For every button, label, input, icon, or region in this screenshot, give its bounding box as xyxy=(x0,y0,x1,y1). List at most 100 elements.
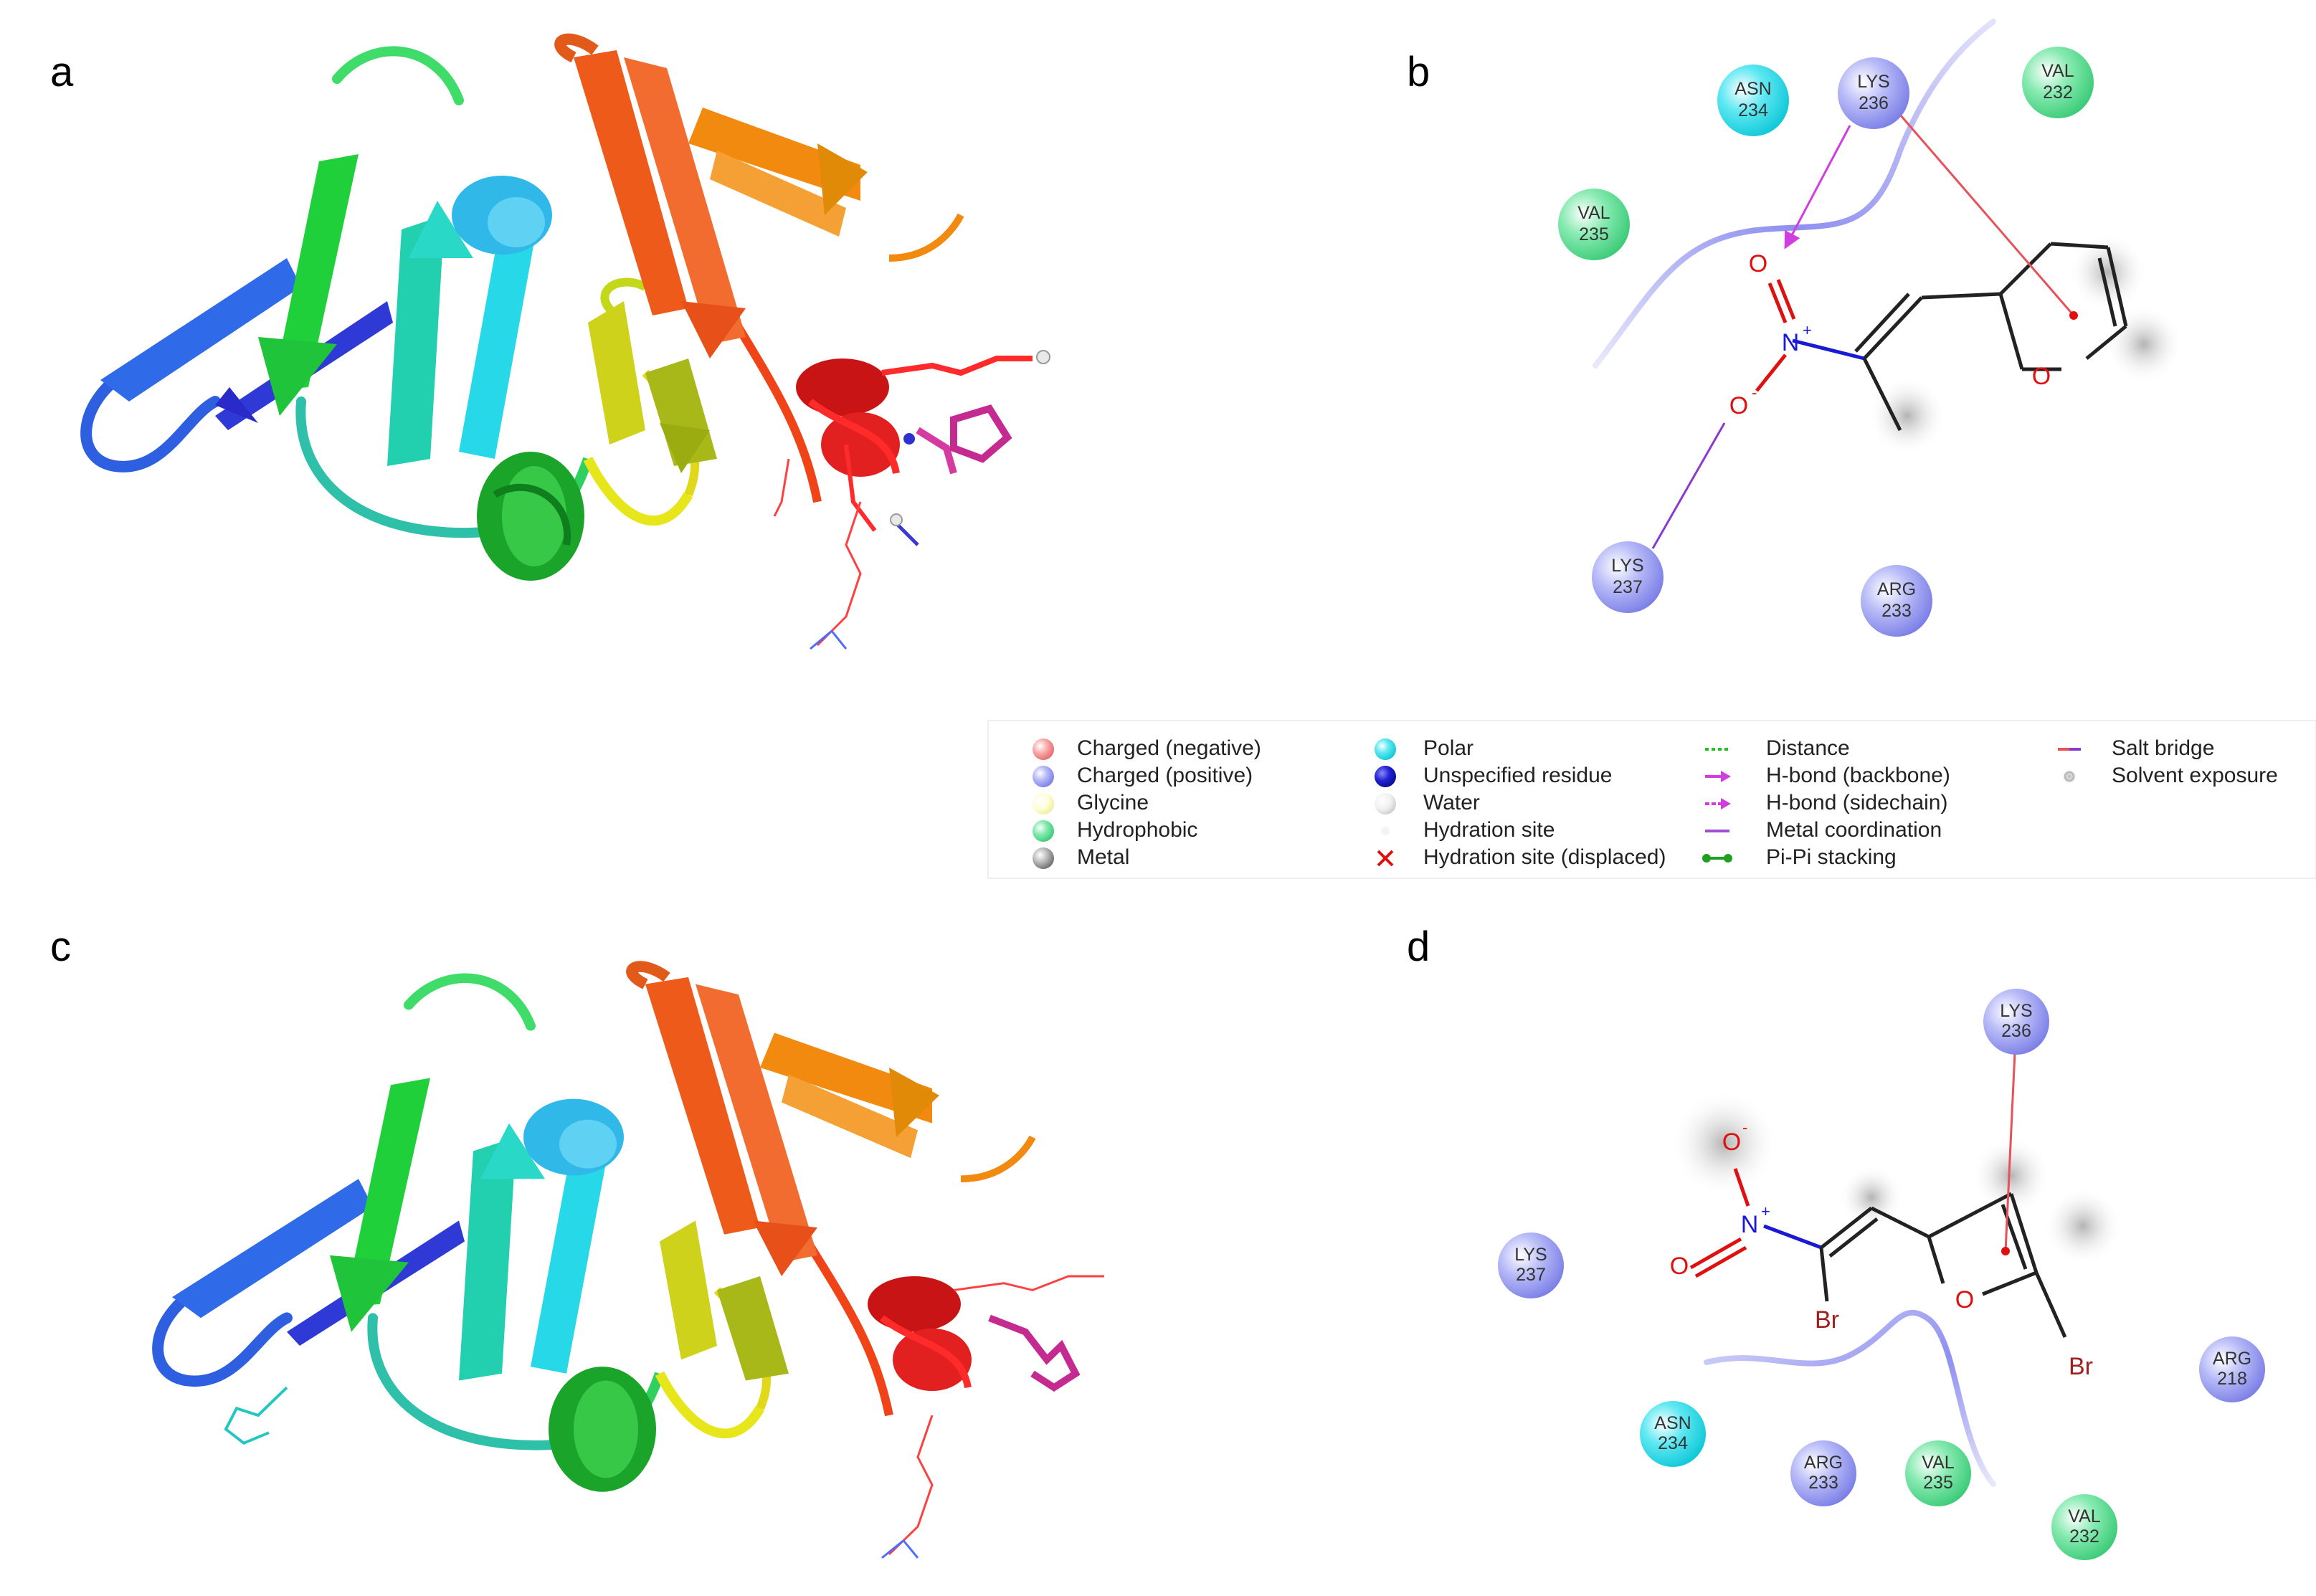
atom-o-ring: O xyxy=(1955,1286,1974,1314)
solvent-exposure-halo xyxy=(2044,1187,2122,1265)
protein-cartoon-a xyxy=(80,33,1050,650)
legend-label: Hydration site xyxy=(1423,818,1555,842)
svg-text:235: 235 xyxy=(1923,1473,1953,1493)
legend-label: Solvent exposure xyxy=(2112,764,2278,787)
svg-text:236: 236 xyxy=(1859,93,1889,113)
svg-text:237: 237 xyxy=(1516,1265,1546,1285)
legend-marker-glycine xyxy=(1033,793,1054,814)
svg-text:232: 232 xyxy=(2069,1526,2099,1547)
legend-label: Metal coordination xyxy=(1766,818,1942,842)
legend-label: Salt bridge xyxy=(2112,736,2214,760)
residue-arg233: ARG 233 xyxy=(1790,1440,1856,1506)
ligand-bonds-b xyxy=(1792,242,2128,432)
atom-o-left: O xyxy=(1670,1253,1689,1280)
svg-text:ASN: ASN xyxy=(1654,1413,1691,1433)
svg-text:235: 235 xyxy=(1579,224,1609,244)
legend-label: Charged (negative) xyxy=(1077,736,1261,760)
legend-label: H-bond (sidechain) xyxy=(1766,791,1947,814)
legend-marker-water xyxy=(1375,793,1396,814)
atom-o-minus: O xyxy=(1729,392,1748,419)
svg-text:236: 236 xyxy=(2001,1021,2031,1041)
svg-text:VAL: VAL xyxy=(2041,61,2074,81)
svg-text:232: 232 xyxy=(2043,82,2073,103)
salt-bridge xyxy=(2004,1052,2016,1252)
residue-lys237: LYS 237 xyxy=(1498,1232,1564,1298)
atom-br-2: Br xyxy=(2069,1353,2093,1380)
legend-marker-hydrophobic xyxy=(1033,820,1054,842)
svg-text:233: 233 xyxy=(1808,1473,1838,1493)
solvent-exposure-halo xyxy=(1972,1136,2051,1215)
atom-o-minus-charge: - xyxy=(1742,1118,1747,1136)
svg-text:VAL: VAL xyxy=(1922,1453,1954,1473)
residue-val232: VAL 232 xyxy=(2051,1494,2117,1560)
panel-label-c: c xyxy=(50,923,71,970)
svg-text:234: 234 xyxy=(1738,100,1768,120)
legend-marker-hydration-site xyxy=(1381,827,1390,835)
svg-text:ARG: ARG xyxy=(1804,1453,1843,1473)
residue-val235: VAL 235 xyxy=(1558,189,1630,260)
residue-asn234: ASN 234 xyxy=(1717,65,1789,136)
atom-n: N xyxy=(1741,1211,1759,1238)
legend-marker-solvent-exposure xyxy=(2061,768,2078,785)
legend-label: Pi-Pi stacking xyxy=(1766,845,1897,869)
solvent-exposure-halo xyxy=(2069,233,2147,312)
atom-n-charge: + xyxy=(1761,1202,1770,1220)
svg-text:ARG: ARG xyxy=(1877,579,1916,599)
legend-label: Glycine xyxy=(1077,791,1149,814)
residue-lys236: LYS 236 xyxy=(1983,989,2049,1055)
residue-arg218: ARG 218 xyxy=(2199,1336,2265,1402)
legend-marker-positive xyxy=(1033,766,1054,787)
svg-text:234: 234 xyxy=(1658,1433,1688,1453)
residue-lys236: LYS 236 xyxy=(1838,57,1909,129)
pocket-outline xyxy=(1593,19,1996,369)
svg-text:ARG: ARG xyxy=(2213,1349,2251,1369)
atom-o-top: O xyxy=(1749,250,1767,277)
svg-text:218: 218 xyxy=(2217,1369,2247,1389)
legend-label: Distance xyxy=(1766,736,1850,760)
residue-lys237: LYS 237 xyxy=(1592,541,1664,613)
legend-marker-unspecified xyxy=(1375,766,1396,787)
salt-bridge xyxy=(1651,422,1726,549)
atom-n: N xyxy=(1782,329,1800,356)
residue-asn234: ASN 234 xyxy=(1640,1401,1706,1467)
svg-text:VAL: VAL xyxy=(1577,203,1610,223)
legend: Charged (negative) Charged (positive) Gl… xyxy=(987,720,2316,879)
legend-label: Hydrophobic xyxy=(1077,818,1197,842)
pocket-outline xyxy=(1704,1309,1996,1487)
interaction-diagram-d: O - N + O Br O Br LYS 236 LYS 237 xyxy=(1498,989,2265,1560)
residue-arg233: ARG 233 xyxy=(1861,565,1932,637)
legend-label: Metal xyxy=(1077,845,1129,869)
legend-label: Polar xyxy=(1423,736,1473,760)
legend-label: Unspecified residue xyxy=(1423,764,1612,787)
legend-label: Charged (positive) xyxy=(1077,764,1253,787)
legend-marker-negative xyxy=(1033,738,1054,760)
svg-text:LYS: LYS xyxy=(1611,556,1643,576)
panel-label-a: a xyxy=(50,49,74,95)
legend-label: Water xyxy=(1423,791,1480,814)
interaction-diagram-b: O N + O - O ASN 234 LYS 236 xyxy=(1558,19,2183,637)
panel-label-b: b xyxy=(1407,49,1430,95)
solvent-exposure-halo xyxy=(2104,305,2183,384)
solvent-exposure-halo xyxy=(1671,1090,1778,1197)
atom-o-minus: O xyxy=(1722,1129,1741,1156)
svg-text:ASN: ASN xyxy=(1734,79,1771,99)
svg-text:LYS: LYS xyxy=(1514,1245,1547,1265)
protein-cartoon-c xyxy=(152,961,1104,1559)
solvent-exposure-halo xyxy=(1839,1165,1904,1230)
ligand-bonds-d xyxy=(1763,1192,2067,1339)
svg-text:LYS: LYS xyxy=(2000,1001,2032,1021)
panel-label-d: d xyxy=(1407,923,1430,970)
residue-val235: VAL 235 xyxy=(1905,1440,1971,1506)
residue-val232: VAL 232 xyxy=(2022,47,2094,118)
solvent-exposure-halo xyxy=(1868,376,1947,455)
svg-text:233: 233 xyxy=(1881,601,1912,621)
legend-label: Hydration site (displaced) xyxy=(1423,845,1666,869)
legend-label: H-bond (backbone) xyxy=(1766,764,1950,787)
svg-text:VAL: VAL xyxy=(2068,1506,2100,1526)
atom-o-minus-charge: - xyxy=(1752,384,1757,402)
svg-text:237: 237 xyxy=(1613,577,1643,597)
atom-n-charge: + xyxy=(1803,321,1812,339)
salt-bridge xyxy=(1899,114,2075,316)
